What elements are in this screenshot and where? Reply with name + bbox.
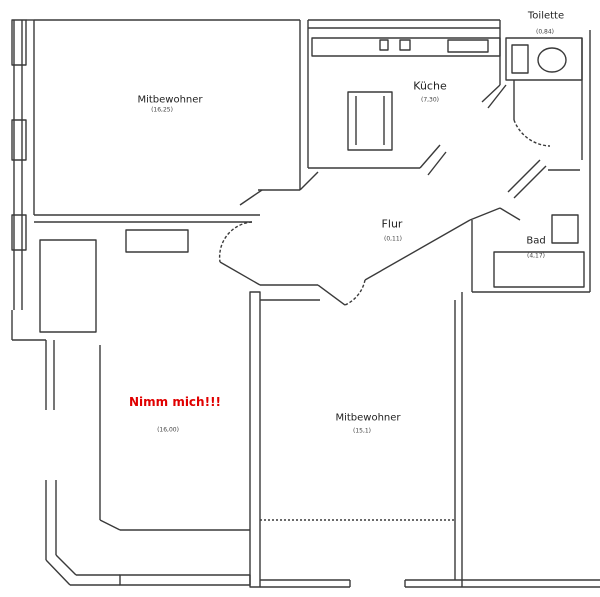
bathroom-walls bbox=[471, 160, 591, 293]
bottom-room-walls bbox=[249, 291, 600, 588]
room-name-toilette: Toilette bbox=[527, 10, 565, 22]
room-name-nimm-mich: Nimm mich!!! bbox=[128, 395, 222, 409]
room-area-bad: (4,17) bbox=[526, 252, 546, 260]
room-name-kueche: Küche bbox=[413, 79, 447, 93]
room-area-flur: (0,11) bbox=[383, 235, 403, 243]
room-name-mitbewohner-top: Mitbewohner bbox=[137, 94, 203, 106]
kitchen-walls bbox=[299, 19, 507, 191]
left-outer-wall bbox=[11, 19, 35, 310]
toilet-walls bbox=[505, 30, 591, 160]
room-name-flur: Flur bbox=[381, 217, 403, 231]
top-room-walls bbox=[34, 19, 309, 223]
room-area-kueche: (7,30) bbox=[420, 96, 440, 104]
room-area-mitbewohner-top: (16,25) bbox=[151, 106, 173, 114]
room-name-mitbewohner-bottom: Mitbewohner bbox=[335, 412, 401, 424]
room-area-toilette: (0,84) bbox=[535, 28, 555, 36]
room-area-mitbewohner-bottom: (15,1) bbox=[352, 427, 372, 435]
left-room-walls bbox=[11, 229, 251, 586]
room-name-bad: Bad bbox=[526, 235, 546, 247]
room-area-nimm-mich: (16,00) bbox=[157, 426, 179, 434]
corridor-walls bbox=[218, 159, 547, 306]
